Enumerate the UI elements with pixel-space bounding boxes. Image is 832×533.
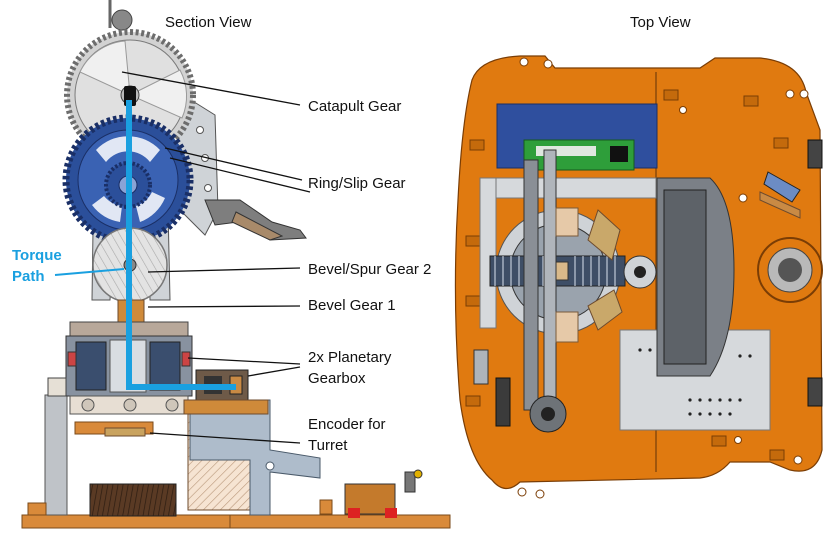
left-post [44, 394, 68, 516]
launch-arm [204, 199, 307, 241]
label-ring-slip-gear: Ring/Slip Gear [308, 175, 406, 192]
label-bevel-spur-gear-2: Bevel/Spur Gear 2 [308, 261, 431, 278]
label-planetary-line2: Gearbox [308, 370, 366, 387]
label-encoder-line1: Encoder for [308, 416, 386, 433]
torque-path [54, 100, 236, 390]
label-catapult-gear: Catapult Gear [308, 98, 401, 115]
label-encoder-line2: Turret [308, 437, 348, 454]
torque-label-line1: Torque [12, 247, 62, 264]
planetary-gearbox-graphic [47, 321, 193, 415]
top-view-title: Top View [630, 14, 691, 31]
robot-top-view-graphic [454, 55, 823, 499]
label-planetary-line1: 2x Planetary [308, 349, 392, 366]
torque-label-line2: Path [12, 268, 45, 285]
base-plate [21, 514, 451, 529]
leader-lines [121, 71, 311, 444]
label-bevel-gear-1: Bevel Gear 1 [308, 297, 396, 314]
section-view-title: Section View [165, 14, 252, 31]
battery-block [89, 483, 177, 517]
section-view [21, 0, 451, 529]
